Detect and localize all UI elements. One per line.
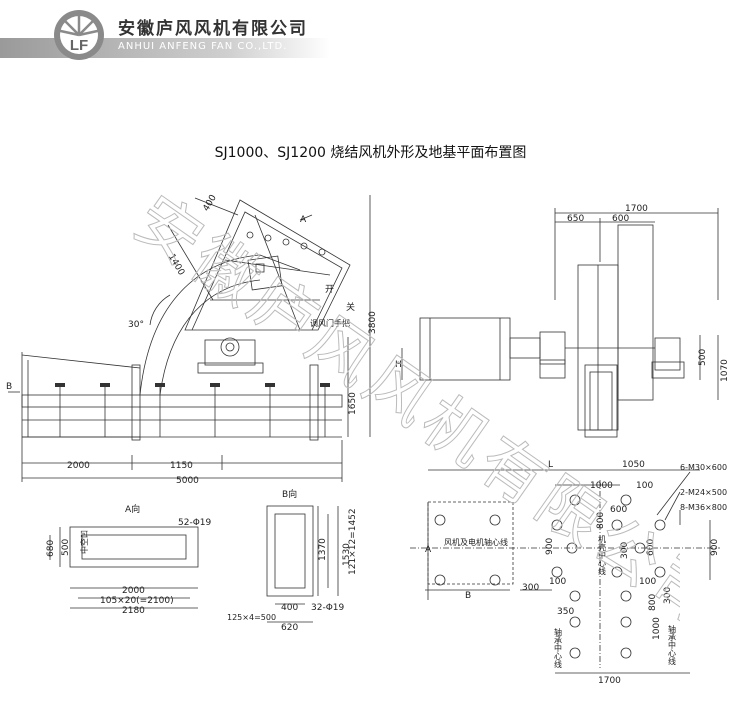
dim-1530: 1530 xyxy=(342,543,352,566)
view-b-caption: B向 xyxy=(282,488,297,500)
dim-5000: 5000 xyxy=(176,476,199,486)
fnd-B: B xyxy=(465,591,471,601)
close-label: 关 xyxy=(346,301,355,313)
view-b xyxy=(266,505,339,623)
arrow-a-label: A xyxy=(300,215,307,225)
company-logo: LF xyxy=(54,10,104,60)
fnd-300c: 300 xyxy=(663,587,673,604)
dim-400-b: 400 xyxy=(281,603,298,613)
dim-h: H xyxy=(395,360,402,370)
dim-3800: 3800 xyxy=(368,311,378,334)
note-bearing-right: 轴承中心线 xyxy=(668,624,677,665)
fnd-1000: 1000 xyxy=(590,481,613,491)
side-view xyxy=(8,195,371,482)
dim-1150: 1150 xyxy=(170,461,193,471)
fnd-100a: 100 xyxy=(636,481,653,491)
note-bearing-left: 轴承中心线 xyxy=(554,627,563,668)
fnd-600b: 600 xyxy=(646,539,656,556)
dim-1070: 1070 xyxy=(720,359,730,382)
dim-2180: 2180 xyxy=(122,606,145,616)
fnd-1050: 1050 xyxy=(622,460,645,470)
dim-680: 680 xyxy=(46,540,56,557)
note-motor-center: 风机及电机轴心线 xyxy=(444,537,508,547)
drawing-title: SJ1000、SJ1200 烧结风机外形及地基平面布置图 xyxy=(214,145,527,161)
fnd-800a: 800 xyxy=(596,512,606,529)
fnd-100c: 100 xyxy=(549,577,566,587)
dim-650: 650 xyxy=(567,214,584,224)
fnd-1700: 1700 xyxy=(598,676,621,686)
bolt-m30: 6-M30×600 xyxy=(680,463,727,472)
fnd-300a: 300 xyxy=(620,542,630,559)
fnd-A: A xyxy=(425,545,432,555)
fnd-350: 350 xyxy=(557,607,574,617)
view-a xyxy=(49,526,199,609)
view-a-caption: A向 xyxy=(125,503,140,515)
fnd-L: L xyxy=(548,460,553,470)
fnd-800b: 800 xyxy=(648,594,658,611)
view-a-holes: 52-Φ19 xyxy=(178,518,212,528)
dim-1370: 1370 xyxy=(318,538,328,561)
view-a-inner: 中空凹 xyxy=(79,530,89,554)
bolt-m36: 8-M36×800 xyxy=(680,503,727,512)
fnd-1000b: 1000 xyxy=(652,617,662,640)
dim-30deg: 30° xyxy=(128,320,144,330)
dim-2000-side: 2000 xyxy=(67,461,90,471)
fnd-900b: 900 xyxy=(710,539,720,556)
dim-500-a: 500 xyxy=(61,539,71,556)
dim-400-side: 400 xyxy=(202,193,219,213)
valve-note: 调风门手把 xyxy=(310,318,350,328)
view-b-holes: 32-Φ19 xyxy=(311,603,345,613)
dim-1650: 1650 xyxy=(348,392,358,415)
bolt-m24: 2-M24×500 xyxy=(680,488,727,497)
fnd-100b: 100 xyxy=(639,577,656,587)
dim-500-plan: 500 xyxy=(698,349,708,366)
dim-2000-a: 2000 xyxy=(122,586,145,596)
dim-1700-plan: 1700 xyxy=(625,204,648,214)
arrow-b-label: B xyxy=(6,382,12,392)
fnd-300b: 300 xyxy=(522,583,539,593)
fnd-600a: 600 xyxy=(610,505,627,515)
dim-1400: 1400 xyxy=(166,252,186,277)
plan-view xyxy=(401,208,719,438)
logo-text: LF xyxy=(70,37,88,54)
dim-pitch-a: 105×20(=2100) xyxy=(100,596,174,606)
dim-600-plan: 600 xyxy=(612,214,629,224)
foundation-plan xyxy=(410,469,720,674)
company-name-en: ANHUI ANFENG FAN CO.,LTD. xyxy=(118,41,288,52)
company-header: LF 安徽庐风风机有限公司 ANHUI ANFENG FAN CO.,LTD. xyxy=(0,0,741,66)
dim-pitch-b: 125×4=500 xyxy=(227,613,276,622)
company-name-cn: 安徽庐风风机有限公司 xyxy=(118,19,308,39)
dim-1452: 121×12=1452 xyxy=(348,508,358,575)
note-casing-center: 机壳中心线 xyxy=(598,534,607,575)
open-label: 开 xyxy=(325,284,334,295)
dim-620: 620 xyxy=(281,623,298,633)
fnd-900a: 900 xyxy=(545,538,555,555)
